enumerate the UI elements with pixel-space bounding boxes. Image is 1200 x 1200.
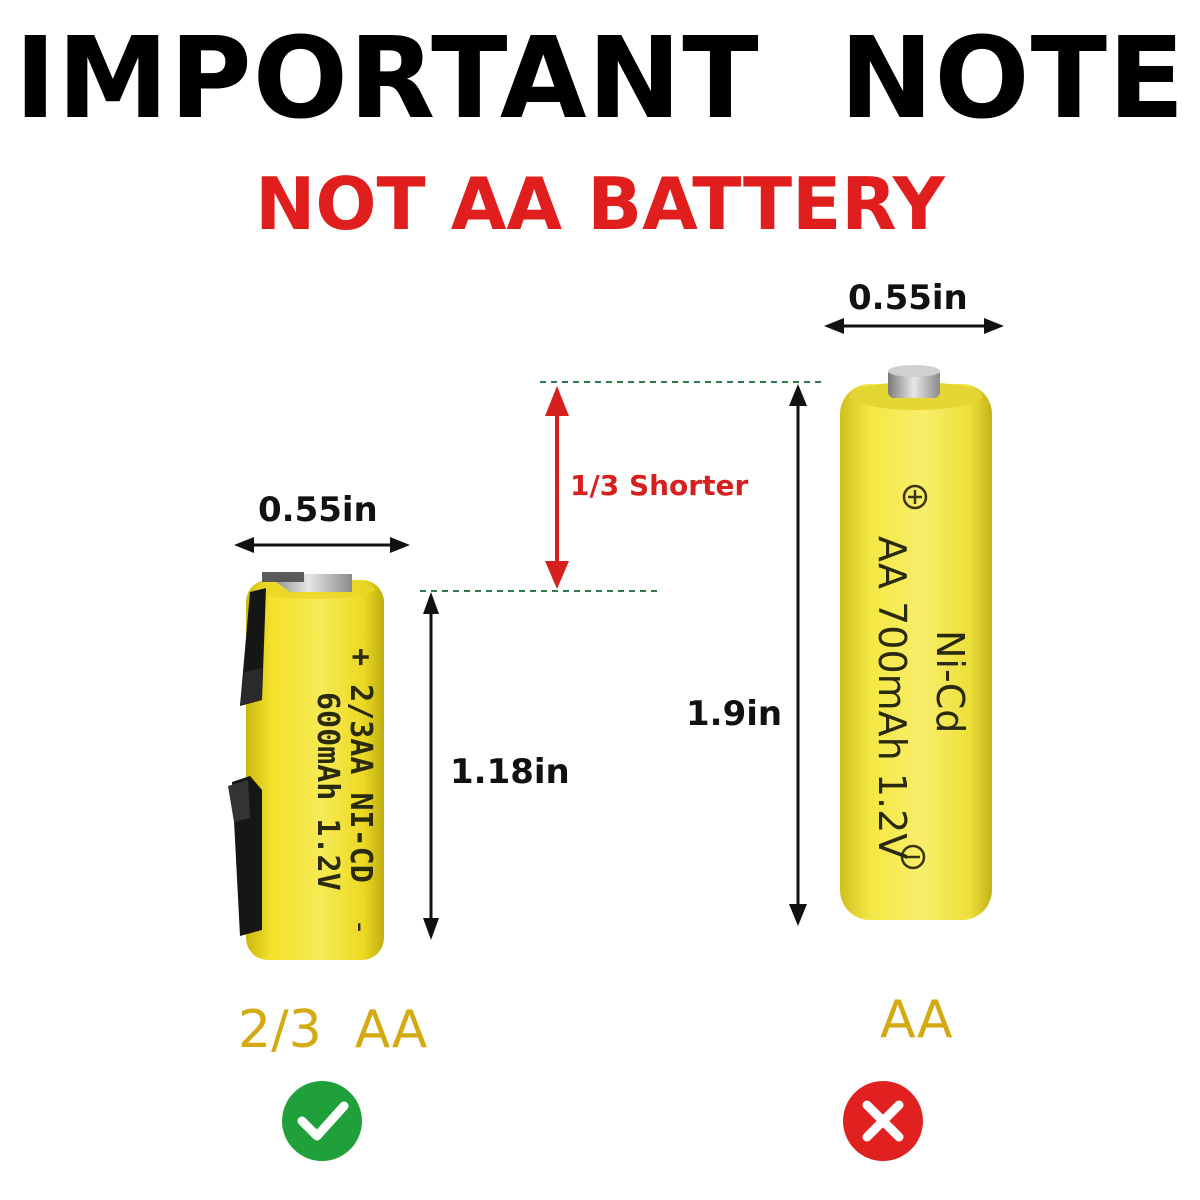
cross-icon (843, 1081, 923, 1161)
aa-battery-type-label: AA (880, 990, 953, 1050)
aa-width-label: 0.55in (848, 278, 968, 318)
difference-label: 1/3 Shorter (570, 469, 749, 502)
small-height-label: 1.18in (450, 752, 570, 792)
page-title: IMPORTANT NOTE (14, 14, 1186, 144)
small-battery-graphic (228, 572, 384, 960)
shorter-arrow (545, 386, 569, 589)
aa-width-arrow (824, 318, 1004, 334)
small-width-arrow (234, 537, 410, 553)
small-battery-print-line2: 600mAh 1.2V (310, 692, 345, 891)
aa-height-label: 1.9in (686, 694, 783, 734)
small-width-label: 0.55in (258, 490, 378, 530)
aa-minus-symbol (900, 844, 926, 870)
aa-battery-print-line2: AA 700mAh 1.2V (870, 536, 914, 860)
aa-battery-print-line1: Ni-Cd (928, 630, 972, 734)
small-battery-print-line1: + 2/3AA NI-CD (343, 648, 378, 883)
aa-battery-graphic (840, 365, 992, 920)
small-battery-minus: - (343, 918, 378, 937)
small-battery-type-label: 2/3 AA (238, 1000, 428, 1060)
aa-plus-symbol (902, 484, 928, 510)
small-height-arrow (423, 592, 439, 940)
check-icon (282, 1081, 362, 1161)
aa-height-arrow (789, 384, 807, 926)
page-subtitle: NOT AA BATTERY (255, 162, 945, 246)
